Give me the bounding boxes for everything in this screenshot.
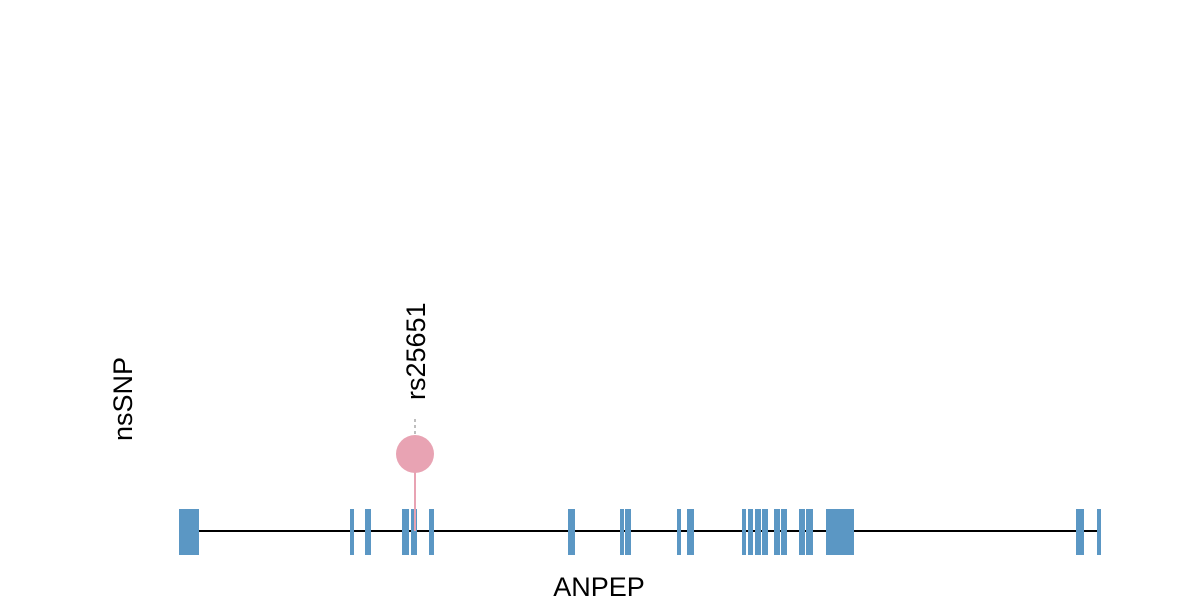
- exon-2: [350, 509, 354, 555]
- exon-12: [742, 509, 746, 555]
- exon-11: [687, 509, 694, 555]
- exon-group: [179, 509, 1101, 555]
- exon-21: [1076, 509, 1084, 555]
- exon-13: [748, 509, 753, 555]
- track-label: nsSNP: [108, 357, 138, 441]
- exon-5: [411, 509, 417, 555]
- exon-4: [402, 509, 409, 555]
- exon-7: [568, 509, 575, 555]
- exon-19: [806, 509, 813, 555]
- snp-label: rs25651: [401, 302, 431, 400]
- exon-8: [620, 509, 624, 555]
- exon-1: [179, 509, 199, 555]
- exon-14: [755, 509, 761, 555]
- exon-16: [774, 509, 780, 555]
- exon-18: [799, 509, 805, 555]
- exon-15: [762, 509, 768, 555]
- snp-marker[interactable]: [396, 435, 434, 473]
- exon-10: [677, 509, 681, 555]
- exon-22: [1097, 509, 1101, 555]
- exon-17: [781, 509, 787, 555]
- exon-20: [826, 509, 854, 555]
- gene-name-label: ANPEP: [553, 572, 645, 600]
- exon-6: [429, 509, 434, 555]
- exon-9: [625, 509, 631, 555]
- exon-3: [365, 509, 371, 555]
